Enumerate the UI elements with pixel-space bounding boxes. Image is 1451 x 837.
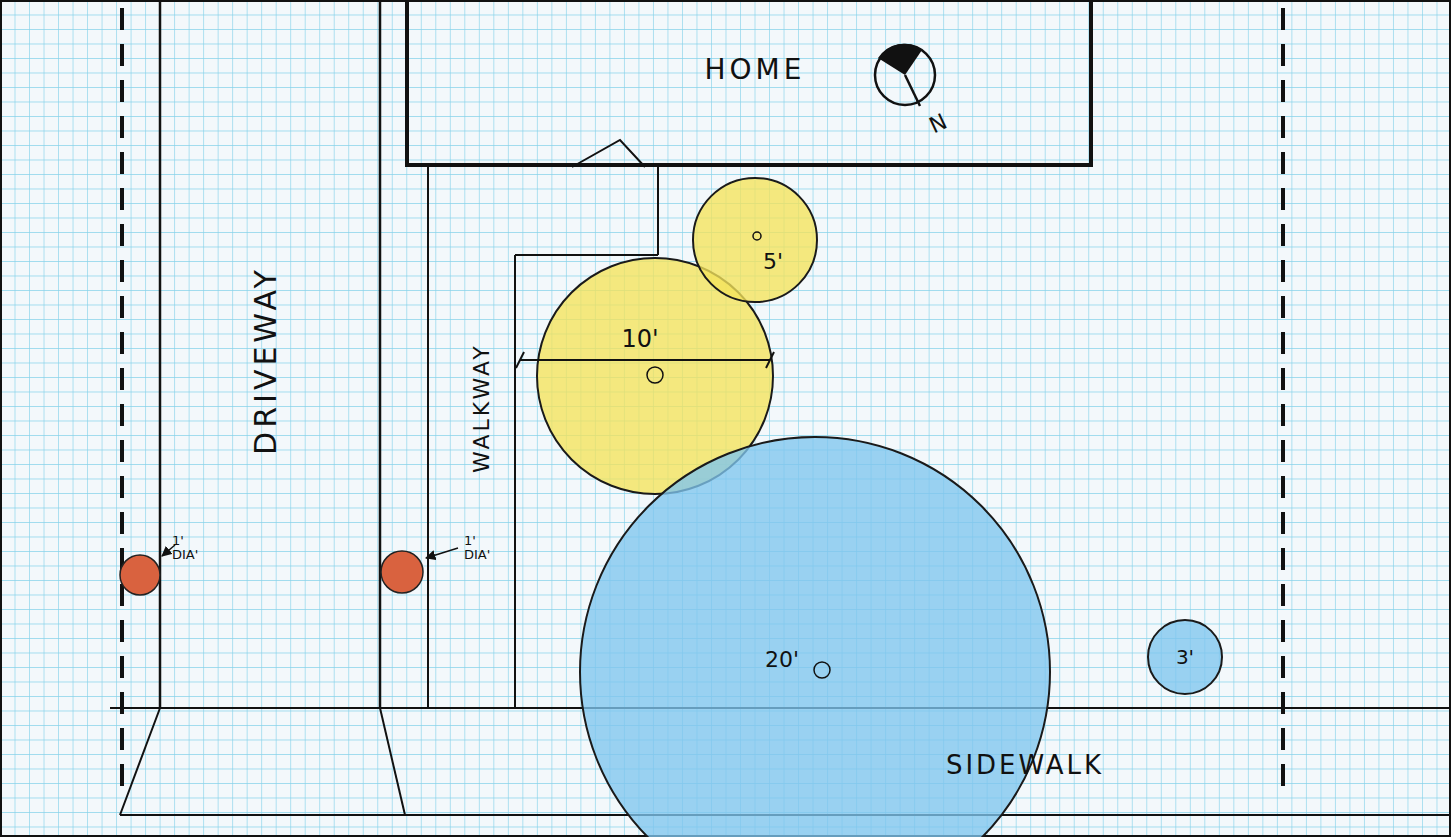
dimension-note: 1' DIA' <box>172 534 212 563</box>
area-label: WALKWAY <box>470 343 494 473</box>
area-label: SIDEWALK <box>946 751 1104 780</box>
home-outline: HOME <box>405 0 1093 167</box>
size-label: 5' <box>763 250 783 274</box>
tree-canopy: 3' <box>1147 619 1223 695</box>
size-label: 3' <box>1176 646 1194 668</box>
size-label: 10' <box>621 326 658 352</box>
size-label: HOME <box>705 55 806 86</box>
shrub-canopy-shape <box>692 177 818 303</box>
size-label: 20' <box>765 648 799 672</box>
area-label: DRIVEWAY <box>249 266 282 455</box>
dimension-note: 1' DIA' <box>464 534 504 563</box>
shrub-canopy: 5' <box>692 177 818 303</box>
